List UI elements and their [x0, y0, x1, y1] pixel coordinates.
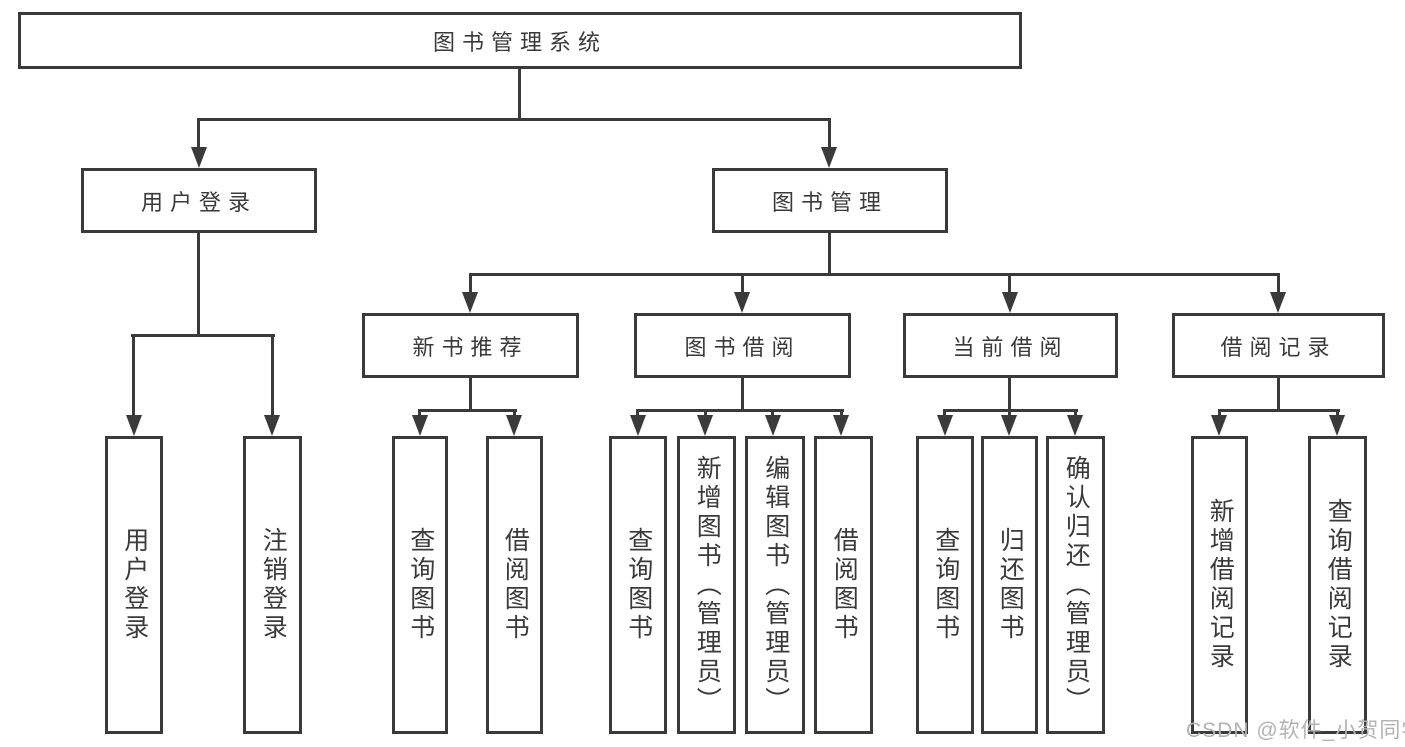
- leaf-logout-login: 注销登录: [243, 436, 302, 734]
- leaf-query-book-current: 查询图书: [916, 436, 974, 734]
- node-current-borrow-label: 当前借阅: [952, 334, 1069, 360]
- connector-line: [1218, 409, 1340, 412]
- leaf-add-book-admin-label: 新增图书（管理员）: [693, 454, 722, 716]
- leaf-user-login-label: 用户登录: [120, 527, 149, 643]
- node-new-book-recommend-label: 新书推荐: [412, 334, 529, 360]
- leaf-borrow-book-recommend: 借阅图书: [486, 436, 543, 734]
- connector-line: [469, 273, 472, 295]
- leaf-query-book-recommend-label: 查询图书: [406, 527, 435, 643]
- leaf-logout-login-label: 注销登录: [259, 527, 288, 643]
- node-book-management: 图书管理: [712, 168, 948, 233]
- connector-line: [704, 409, 707, 419]
- leaf-confirm-return-admin-label: 确认归还（管理员）: [1062, 454, 1091, 716]
- connector-line: [828, 232, 831, 275]
- connector-line: [418, 409, 517, 412]
- arrow-down-icon: [833, 415, 849, 436]
- arrow-down-icon: [697, 415, 713, 436]
- leaf-query-book-recommend: 查询图书: [392, 436, 448, 734]
- connector-line: [271, 334, 274, 418]
- connector-line: [518, 68, 521, 121]
- node-user-login: 用户登录: [81, 168, 317, 233]
- connector-line: [636, 409, 844, 412]
- arrow-down-icon: [1001, 415, 1017, 436]
- leaf-add-borrow-record-label: 新增借阅记录: [1206, 498, 1235, 672]
- connector-line: [1008, 273, 1011, 295]
- connector-line: [1336, 409, 1339, 419]
- leaf-edit-book-admin: 编辑图书（管理员）: [745, 436, 805, 734]
- connector-line: [840, 409, 843, 419]
- leaf-query-book-borrow-label: 查询图书: [624, 527, 653, 643]
- connector-line: [198, 118, 831, 121]
- connector-line: [741, 273, 744, 295]
- leaf-return-book: 归还图书: [981, 436, 1038, 734]
- connector-line: [636, 409, 639, 419]
- node-user-login-label: 用户登录: [140, 189, 257, 215]
- leaf-borrow-book-recommend-label: 借阅图书: [501, 527, 530, 643]
- node-root-label: 图书管理系统: [432, 29, 607, 55]
- leaf-query-borrow-record-label: 查询借阅记录: [1324, 498, 1353, 672]
- arrow-down-icon: [765, 415, 781, 436]
- connector-line: [131, 334, 275, 337]
- connector-line: [828, 118, 831, 150]
- node-book-borrow: 图书借阅: [634, 313, 851, 378]
- node-book-borrow-label: 图书借阅: [684, 334, 801, 360]
- arrow-down-icon: [734, 292, 750, 313]
- arrow-down-icon: [1002, 292, 1018, 313]
- node-borrow-records: 借阅记录: [1172, 313, 1385, 378]
- connector-line: [1074, 409, 1077, 419]
- connector-line: [132, 334, 135, 418]
- node-current-borrow: 当前借阅: [903, 313, 1118, 378]
- connector-line: [469, 376, 472, 411]
- arrow-down-icon: [264, 415, 280, 436]
- leaf-query-book-borrow: 查询图书: [609, 436, 667, 734]
- leaf-borrow-book-borrow: 借阅图书: [814, 436, 873, 734]
- leaf-confirm-return-admin: 确认归还（管理员）: [1046, 436, 1105, 734]
- node-book-management-label: 图书管理: [771, 189, 888, 215]
- leaf-return-book-label: 归还图书: [996, 527, 1025, 643]
- arrow-down-icon: [126, 415, 142, 436]
- arrow-down-icon: [821, 147, 837, 168]
- connector-line: [943, 409, 946, 419]
- arrow-down-icon: [1067, 415, 1083, 436]
- arrow-down-icon: [1211, 415, 1227, 436]
- connector-line: [1008, 409, 1011, 419]
- leaf-add-borrow-record: 新增借阅记录: [1191, 436, 1248, 734]
- node-borrow-records-label: 借阅记录: [1220, 334, 1337, 360]
- connector-line: [197, 118, 200, 150]
- arrow-down-icon: [1329, 415, 1345, 436]
- arrow-down-icon: [191, 147, 207, 168]
- connector-line: [469, 273, 1280, 276]
- connector-line: [741, 376, 744, 411]
- connector-line: [418, 409, 421, 419]
- arrow-down-icon: [506, 415, 522, 436]
- connector-line: [1277, 273, 1280, 295]
- arrow-down-icon: [462, 292, 478, 313]
- leaf-query-book-current-label: 查询图书: [931, 527, 960, 643]
- connector-line: [1218, 409, 1221, 419]
- watermark: CSDN @软件_小贺同学: [1186, 719, 1405, 742]
- node-root: 图书管理系统: [18, 12, 1022, 69]
- arrow-down-icon: [630, 415, 646, 436]
- connector-line: [513, 409, 516, 419]
- connector-line: [1008, 376, 1011, 411]
- leaf-edit-book-admin-label: 编辑图书（管理员）: [761, 454, 790, 716]
- connector-line: [197, 232, 200, 336]
- connector-line: [1277, 376, 1280, 411]
- leaf-user-login: 用户登录: [105, 436, 163, 734]
- arrow-down-icon: [412, 415, 428, 436]
- node-new-book-recommend: 新书推荐: [362, 313, 579, 378]
- leaf-query-borrow-record: 查询借阅记录: [1308, 436, 1367, 734]
- leaf-add-book-admin: 新增图书（管理员）: [677, 436, 736, 734]
- leaf-borrow-book-borrow-label: 借阅图书: [830, 527, 859, 643]
- arrow-down-icon: [937, 415, 953, 436]
- connector-line: [771, 409, 774, 419]
- arrow-down-icon: [1270, 292, 1286, 313]
